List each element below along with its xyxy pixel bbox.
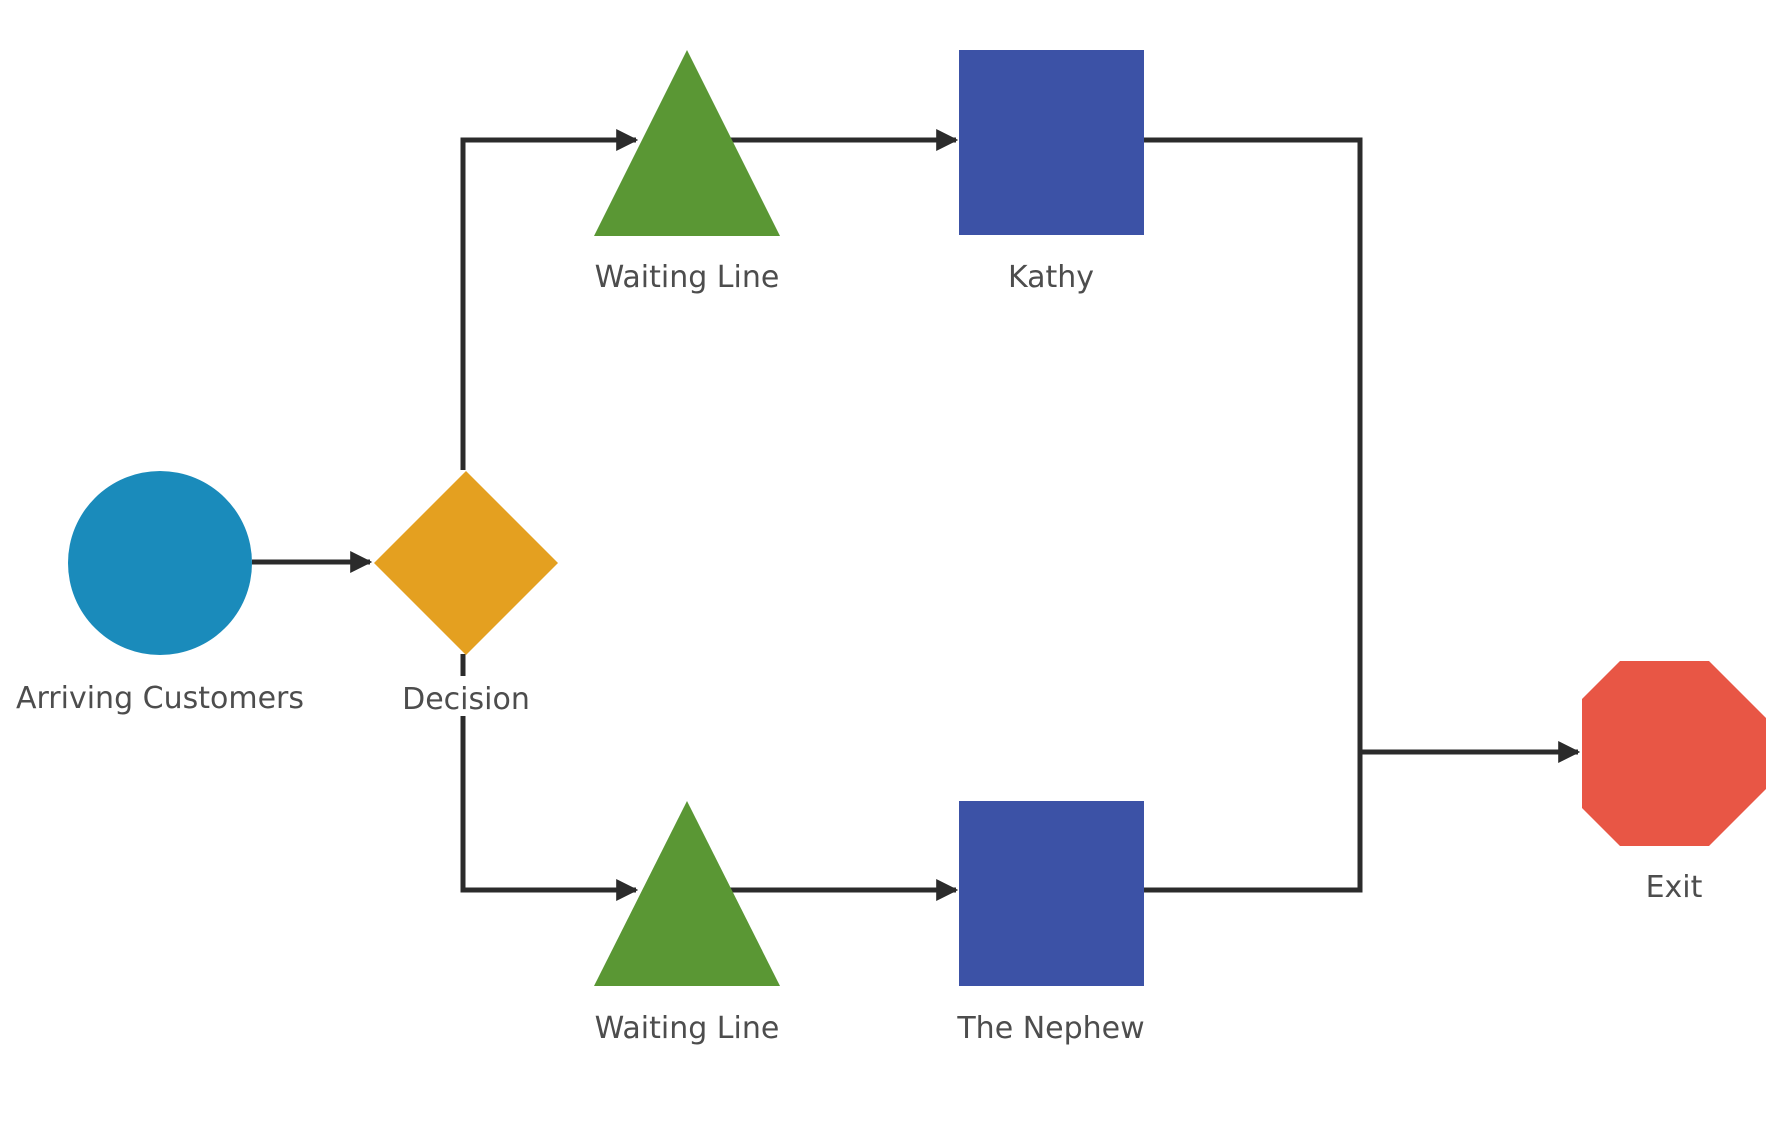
the-nephew-square xyxy=(959,801,1144,986)
waiting-line-bottom-label: Waiting Line xyxy=(595,1011,780,1046)
connectors xyxy=(252,128,1581,902)
edge-kathy-to-exit xyxy=(1144,137,1363,752)
edge-decision-to-waiting-line-top xyxy=(460,128,639,470)
edge-nephew-to-exit xyxy=(1144,752,1363,893)
exit-label: Exit xyxy=(1646,870,1703,905)
node-waiting-line-top: Waiting Line xyxy=(594,50,780,295)
the-nephew-label: The Nephew xyxy=(956,1011,1144,1046)
edge-decision-to-waiting-line-bottom xyxy=(460,654,639,902)
arriving-customers-label: Arriving Customers xyxy=(16,681,304,716)
waiting-line-top-label: Waiting Line xyxy=(595,260,780,295)
arriving-customers-circle xyxy=(68,471,252,655)
kathy-label: Kathy xyxy=(1008,260,1094,295)
node-the-nephew: The Nephew xyxy=(956,801,1145,1046)
waiting-line-bottom-triangle xyxy=(594,801,780,986)
kathy-square xyxy=(959,50,1144,235)
decision-diamond xyxy=(374,471,558,655)
node-waiting-line-bottom: Waiting Line xyxy=(594,801,780,1046)
decision-label-backdrop xyxy=(392,676,542,716)
exit-octagon xyxy=(1582,661,1766,846)
node-decision: Decision xyxy=(374,471,558,717)
waiting-line-top-triangle xyxy=(594,50,780,236)
node-exit: Exit xyxy=(1582,661,1766,905)
decision-label: Decision xyxy=(402,682,530,717)
node-kathy: Kathy xyxy=(959,50,1144,295)
node-arriving-customers: Arriving Customers xyxy=(16,471,304,716)
